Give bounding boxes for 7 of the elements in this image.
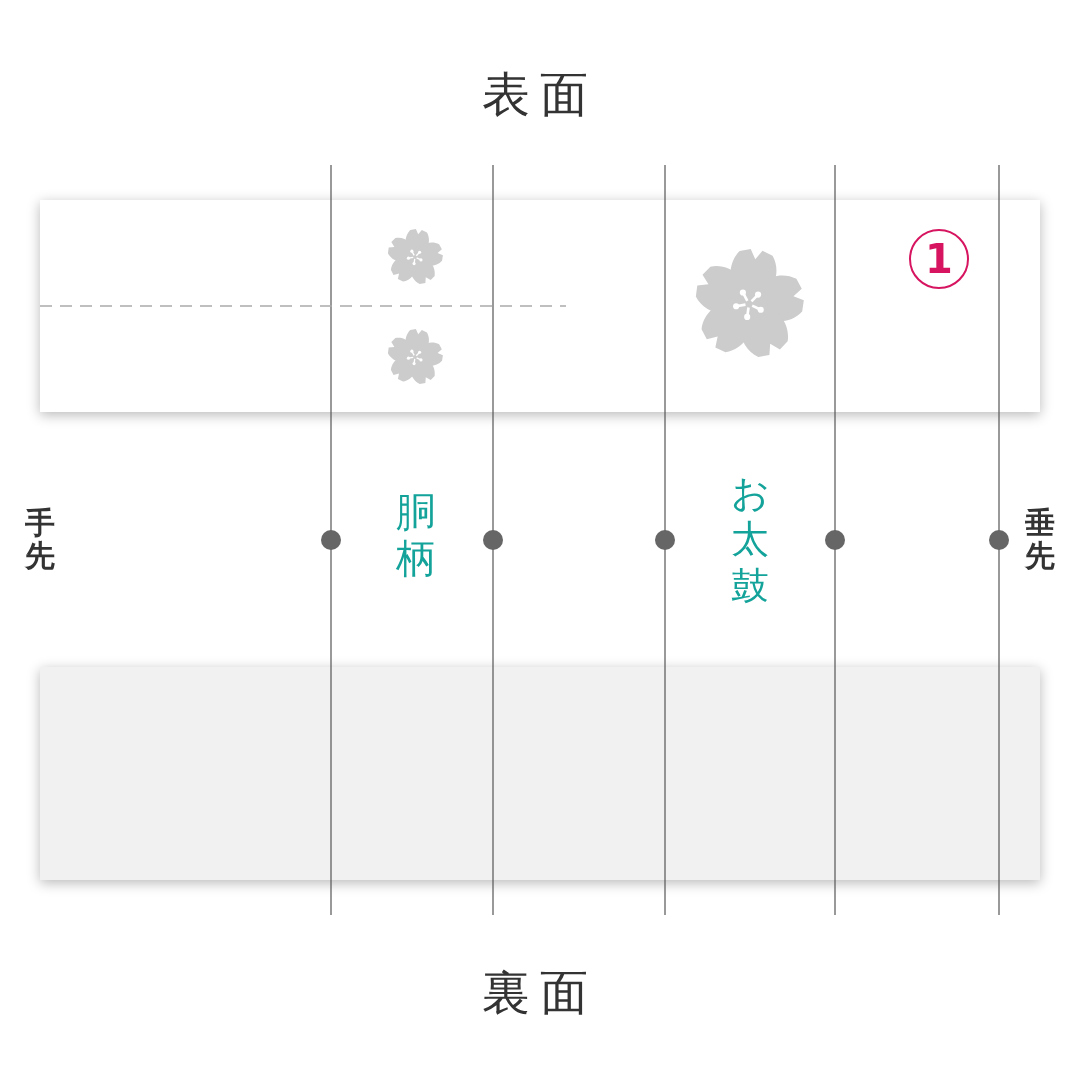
section-label: 胴柄 (395, 489, 437, 581)
callout-number: 1 (909, 229, 969, 289)
end-label: 手先 (24, 506, 56, 572)
end-label: 垂先 (1024, 506, 1056, 572)
section-label: お太鼓 (729, 470, 771, 610)
panel-heading: 裏面 (482, 968, 598, 1016)
panel-heading: 表面 (482, 70, 598, 118)
